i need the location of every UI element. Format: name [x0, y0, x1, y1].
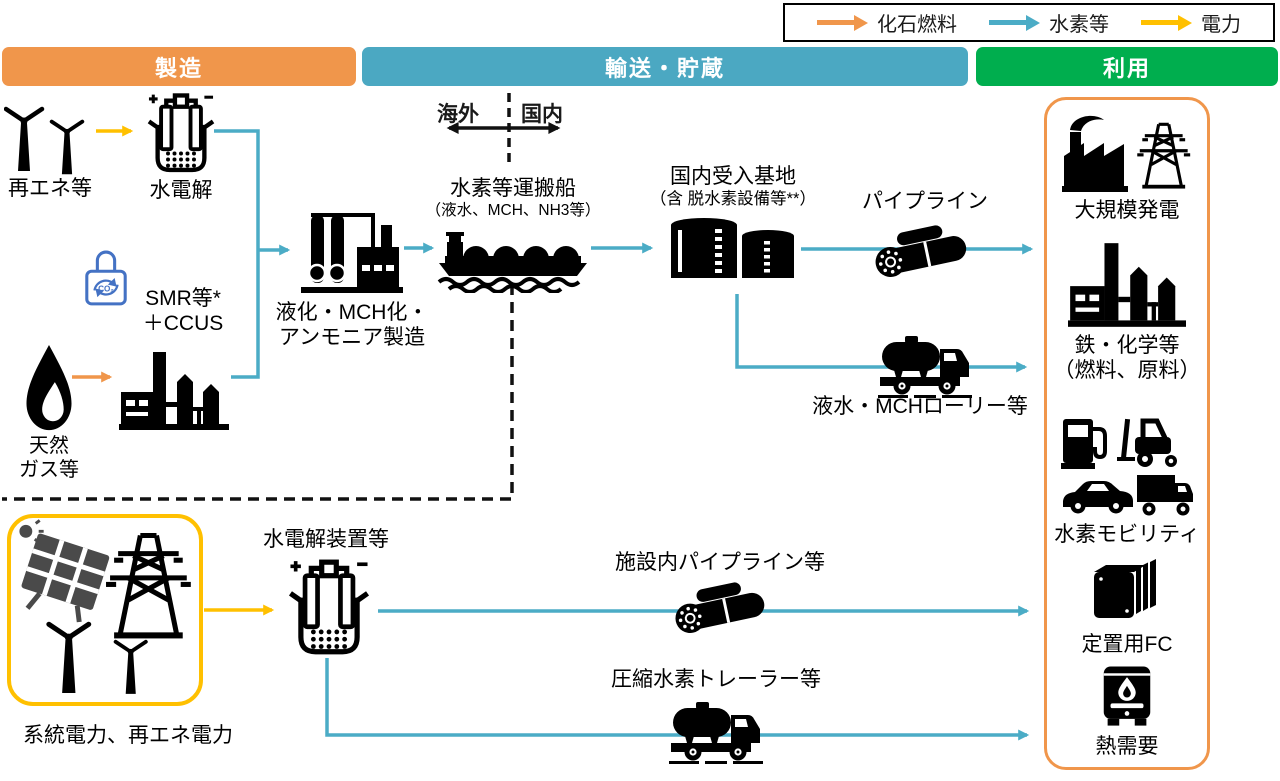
factory-icon — [1068, 243, 1186, 327]
domestic-label: 国内 — [521, 103, 563, 126]
ship-label-line1: 水素等運搬船 — [450, 177, 576, 200]
fossil-arrow-icon — [817, 14, 868, 31]
legend-item-power: 電力 — [1141, 8, 1241, 37]
node-carrier-ship: 水素等運搬船 （液水、MCH、NH3等） — [420, 177, 606, 293]
natural-gas-label-line2: ガス等 — [19, 458, 79, 481]
stationary-fc-label: 定置用FC — [1081, 633, 1173, 656]
liquefaction-label-line2: アンモニア製造 — [278, 325, 426, 349]
tanker-truck-icon — [669, 702, 763, 764]
electrolyzer-icon — [142, 92, 220, 176]
power-generation-label: 大規模発電 — [1074, 199, 1180, 222]
terminal-label-line1: 国内受入基地 — [670, 165, 796, 188]
node-stationary-fc: 定置用FC — [1052, 556, 1202, 658]
grid-power-label: 系統電力、再エネ電力 — [23, 724, 233, 747]
tanker-truck-icon — [878, 336, 972, 398]
terminal-label-line2: （含 脱水素設備等**） — [650, 189, 816, 208]
legend-label: 化石燃料 — [877, 14, 957, 36]
compressed-trailer-label: 圧縮水素トレーラー等 — [611, 668, 821, 691]
node-liquefaction: 液化・MCH化・ アンモニア製造 — [276, 211, 428, 351]
solar-panel-icon — [21, 533, 110, 623]
solar-pylon-turbines-icon — [19, 519, 199, 696]
boiler-icon — [1103, 666, 1151, 726]
fuel-cell-stack-icon — [1094, 559, 1156, 618]
steel-chemical-label-line2: （燃料、原料） — [1053, 358, 1201, 382]
co2-text: CO₂ — [98, 284, 114, 293]
legend: 化石燃料 水素等 電力 — [783, 3, 1275, 42]
pipeline-icon — [871, 224, 971, 281]
lorry-label: 液水・MCHローリー等 — [812, 395, 1028, 418]
electrolyzer-unit-label: 水電解装置等 — [263, 528, 389, 551]
steel-chemical-label-line1: 鉄・化学等 — [1074, 334, 1180, 357]
hydrogen-arrow-icon — [989, 14, 1040, 31]
grid-power-box — [7, 514, 203, 706]
facility-pipeline-label: 施設内パイプライン等 — [615, 551, 825, 574]
use-sector-box — [1044, 97, 1210, 770]
smr-label-line1: SMR等* — [145, 287, 221, 310]
heat-demand-label: 熱需要 — [1095, 735, 1159, 758]
mobility-label: 水素モビリティ — [1054, 523, 1200, 546]
node-pipeline — [870, 224, 974, 282]
flame-icon — [26, 344, 72, 431]
car-icon — [1063, 481, 1133, 514]
legend-label: 水素等 — [1049, 14, 1109, 36]
node-power-generation: 大規模発電 — [1052, 110, 1202, 224]
renewables-label: 再エネ等 — [8, 177, 92, 200]
node-smr-ccus-label: SMR等* ＋CCUS — [128, 287, 238, 337]
ship-label-line2: （液水、MCH、NH3等） — [425, 201, 601, 219]
liquefaction-label-line1: 液化・MCH化・ — [275, 301, 429, 324]
node-natural-gas: 天然 ガス等 — [5, 343, 93, 482]
node-lorry — [874, 334, 978, 399]
legend-item-fossil: 化石燃料 — [817, 8, 957, 37]
node-renewables: 再エネ等 — [0, 93, 100, 202]
electrolyzer-icon — [282, 558, 376, 659]
node-grid-power-icons — [10, 517, 200, 701]
line-electrolysis-smr-collector — [214, 129, 260, 379]
pipeline-label: パイプライン — [862, 190, 988, 213]
node-heat-demand: 熱需要 — [1052, 666, 1202, 760]
node-mobility: 水素モビリティ — [1052, 413, 1202, 548]
node-compressed-trailer — [666, 700, 768, 765]
node-electrolysis: 水電解 — [136, 92, 226, 204]
smr-label-line2: ＋CCUS — [142, 311, 224, 335]
chemical-plant-icon — [301, 213, 403, 293]
arrow-electrolyzer-to-heat — [325, 658, 1030, 741]
wind-turbines-icon — [4, 93, 85, 177]
factory-icon — [119, 352, 229, 430]
node-electrolyzer-unit — [281, 558, 377, 659]
legend-label: 電力 — [1201, 14, 1241, 36]
natural-gas-label-line1: 天然 — [29, 435, 69, 457]
node-smr-plant — [118, 352, 230, 430]
node-co2-capture: CO₂ — [82, 246, 130, 308]
header-use: 利用 — [976, 47, 1278, 86]
electrolysis-label: 水電解 — [149, 179, 213, 202]
node-steel-chemical: 鉄・化学等 （燃料、原料） — [1052, 242, 1202, 384]
ship-icon — [437, 231, 587, 293]
legend-item-hydrogen: 水素等 — [989, 8, 1109, 37]
power-plant-pylon-icon — [1062, 115, 1192, 192]
header-manufacture: 製造 — [2, 47, 356, 86]
header-transport: 輸送・貯蔵 — [362, 47, 968, 86]
truck-icon — [1137, 475, 1193, 516]
power-arrow-icon — [1141, 14, 1192, 31]
node-receiving-terminal: 国内受入基地 （含 脱水素設備等**） — [633, 165, 833, 282]
forklift-icon — [1117, 418, 1177, 467]
mobility-group-icon — [1061, 418, 1193, 516]
co2-lock-icon: CO₂ — [85, 250, 127, 306]
overseas-label: 海外 — [437, 103, 479, 126]
pipeline-icon — [671, 581, 769, 637]
fuel-pump-icon — [1061, 419, 1107, 469]
node-facility-pipeline — [670, 581, 772, 638]
storage-tanks-icon — [671, 217, 794, 278]
